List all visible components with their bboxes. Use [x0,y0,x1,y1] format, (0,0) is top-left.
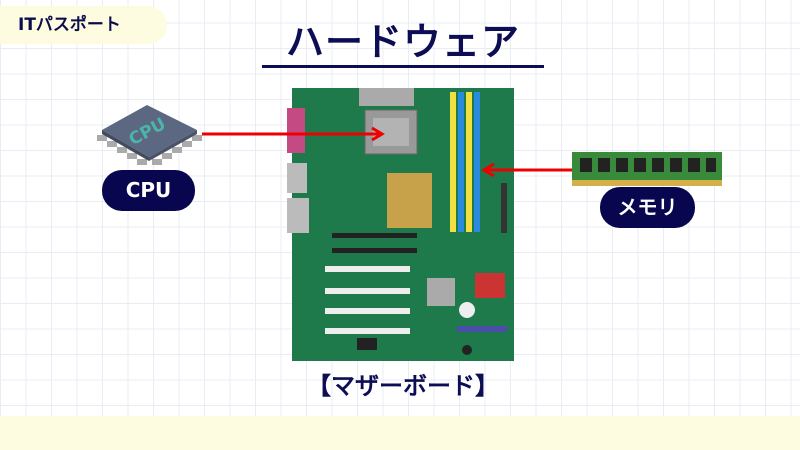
memory-module-icon [572,152,722,186]
cpu-arrow [202,126,385,142]
memory-arrow [481,162,573,178]
memory-label: メモリ [600,187,695,228]
title-underline [262,65,544,68]
cpu-chip-icon: CPU [97,105,202,165]
motherboard-label: 【マザーボード】 [307,372,499,400]
page-title: ハードウェア [285,20,520,64]
cpu-label: CPU [102,170,195,211]
footer-band [0,416,800,450]
category-badge: ITパスポート [0,6,167,44]
